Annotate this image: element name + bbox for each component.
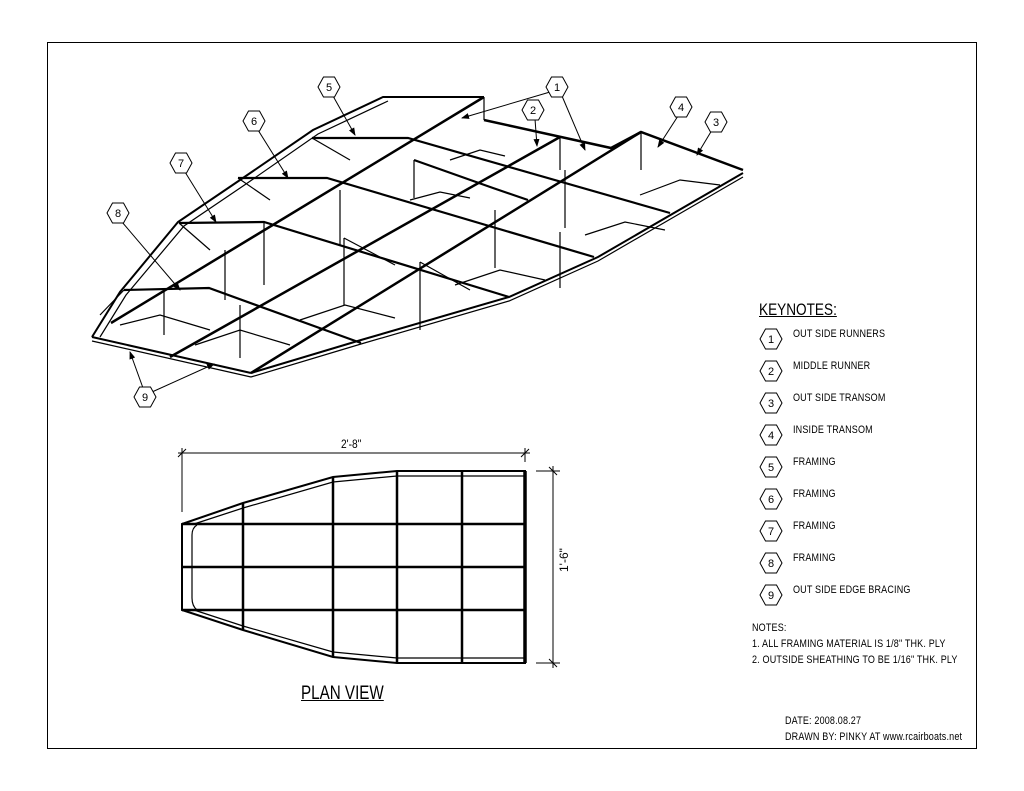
note-line: 1. ALL FRAMING MATERIAL IS 1/8" THK. PLY bbox=[752, 638, 946, 650]
keynote-label: OUT SIDE RUNNERS bbox=[793, 328, 886, 340]
callout-6: 6 bbox=[242, 110, 266, 132]
svg-text:7: 7 bbox=[178, 158, 184, 170]
drawing-border bbox=[47, 42, 977, 749]
plan-view-title: PLAN VIEW bbox=[301, 683, 384, 704]
drawn-by: DRAWN BY: PINKY AT www.rcairboats.net bbox=[785, 731, 963, 743]
callout-leaders bbox=[121, 91, 713, 393]
callout-5: 5 bbox=[317, 76, 341, 98]
note-line: 2. OUTSIDE SHEATHING TO BE 1/16" THK. PL… bbox=[752, 654, 958, 666]
svg-text:2: 2 bbox=[530, 105, 536, 117]
keynote-label: FRAMING bbox=[793, 520, 836, 532]
notes-title: NOTES: bbox=[752, 622, 787, 634]
keynote-label: OUT SIDE EDGE BRACING bbox=[793, 584, 911, 596]
keynote-label: FRAMING bbox=[793, 456, 836, 468]
svg-text:8: 8 bbox=[115, 208, 121, 220]
svg-text:6: 6 bbox=[768, 494, 774, 506]
callout-7: 7 bbox=[169, 152, 193, 174]
callout-1: 1 bbox=[545, 76, 569, 98]
svg-text:5: 5 bbox=[768, 462, 774, 474]
svg-text:8: 8 bbox=[768, 558, 774, 570]
callout-3: 3 bbox=[704, 111, 728, 133]
callout-8: 8 bbox=[106, 202, 130, 224]
callout-hexes: 1 2 3 4 5 6 7 8 9 bbox=[106, 76, 728, 408]
keynote-label: OUT SIDE TRANSOM bbox=[793, 392, 886, 404]
keynote-label: MIDDLE RUNNER bbox=[793, 360, 871, 372]
svg-text:9: 9 bbox=[142, 392, 148, 404]
isometric-hull bbox=[91, 95, 744, 378]
svg-text:1: 1 bbox=[554, 82, 560, 94]
svg-text:4: 4 bbox=[678, 102, 684, 114]
svg-text:5: 5 bbox=[326, 82, 332, 94]
callout-9: 9 bbox=[133, 386, 157, 408]
keynotes-title: KEYNOTES: bbox=[759, 300, 837, 319]
svg-text:6: 6 bbox=[251, 116, 257, 128]
svg-text:3: 3 bbox=[713, 117, 719, 129]
svg-text:9: 9 bbox=[768, 590, 774, 602]
svg-text:1: 1 bbox=[768, 334, 774, 346]
svg-text:3: 3 bbox=[768, 398, 774, 410]
svg-text:7: 7 bbox=[768, 526, 774, 538]
svg-text:4: 4 bbox=[768, 430, 774, 442]
keynote-label: FRAMING bbox=[793, 552, 836, 564]
plan-length-dimension: 2'-8" bbox=[341, 437, 362, 451]
dimension-lines bbox=[177, 448, 560, 668]
plan-view bbox=[177, 448, 560, 668]
svg-text:2: 2 bbox=[768, 366, 774, 378]
drawing-date: DATE: 2008.08.27 bbox=[785, 715, 862, 727]
keynote-hexes: 1 2 3 4 5 6 7 8 9 bbox=[759, 328, 783, 606]
callout-4: 4 bbox=[669, 96, 693, 118]
plan-width-dimension: 1'-6" bbox=[557, 548, 571, 572]
keynote-label: FRAMING bbox=[793, 488, 836, 500]
callout-2: 2 bbox=[521, 99, 545, 121]
keynote-label: INSIDE TRANSOM bbox=[793, 424, 873, 436]
